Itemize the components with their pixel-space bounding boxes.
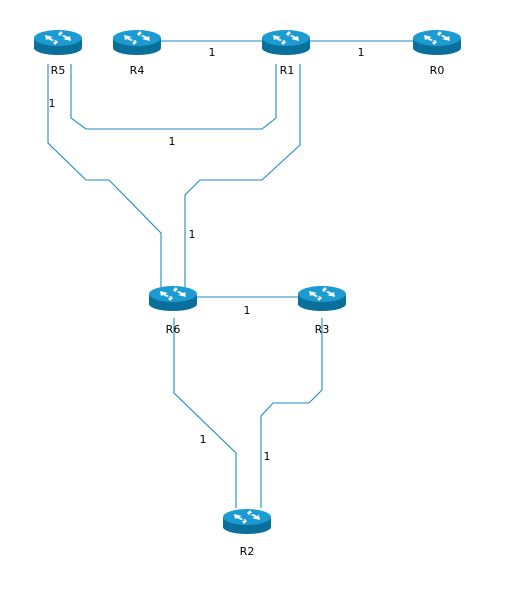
link-r5-r1	[70, 64, 277, 130]
link-cost-r6-r3: 1	[244, 304, 251, 317]
router-r6[interactable]	[149, 286, 197, 311]
router-icon	[413, 30, 461, 55]
router-label-r4: R4	[130, 64, 145, 77]
router-r4[interactable]	[113, 30, 161, 55]
link-cost-r5-r1: 1	[169, 135, 176, 148]
router-r1[interactable]	[262, 30, 310, 55]
router-icon	[223, 509, 271, 534]
router-icon	[113, 30, 161, 55]
link-cost-r3-r2: 1	[264, 450, 271, 463]
link-cost-r6-r2: 1	[200, 433, 207, 446]
link-r6-r2	[173, 318, 237, 508]
router-r0[interactable]	[413, 30, 461, 55]
router-r3[interactable]	[298, 286, 346, 311]
link-cost-r4-r1: 1	[209, 46, 216, 59]
router-label-r0: R0	[430, 64, 445, 77]
router-label-r3: R3	[315, 323, 330, 336]
router-icon	[34, 30, 82, 55]
link-cost-r1-r0: 1	[358, 46, 365, 59]
link-r5-r6	[47, 64, 162, 287]
router-icon	[298, 286, 346, 311]
router-icon	[149, 286, 197, 311]
link-cost-r5-r6: 1	[49, 97, 56, 110]
router-label-r6: R6	[166, 323, 181, 336]
link-cost-r1-r6: 1	[189, 228, 196, 241]
router-label-r2: R2	[240, 545, 255, 558]
router-r2[interactable]	[223, 509, 271, 534]
router-label-r1: R1	[280, 64, 295, 77]
router-label-r5: R5	[51, 64, 66, 77]
link-r1-r6	[184, 64, 301, 287]
router-r5[interactable]	[34, 30, 82, 55]
router-icon	[262, 30, 310, 55]
link-r3-r2	[260, 318, 323, 508]
